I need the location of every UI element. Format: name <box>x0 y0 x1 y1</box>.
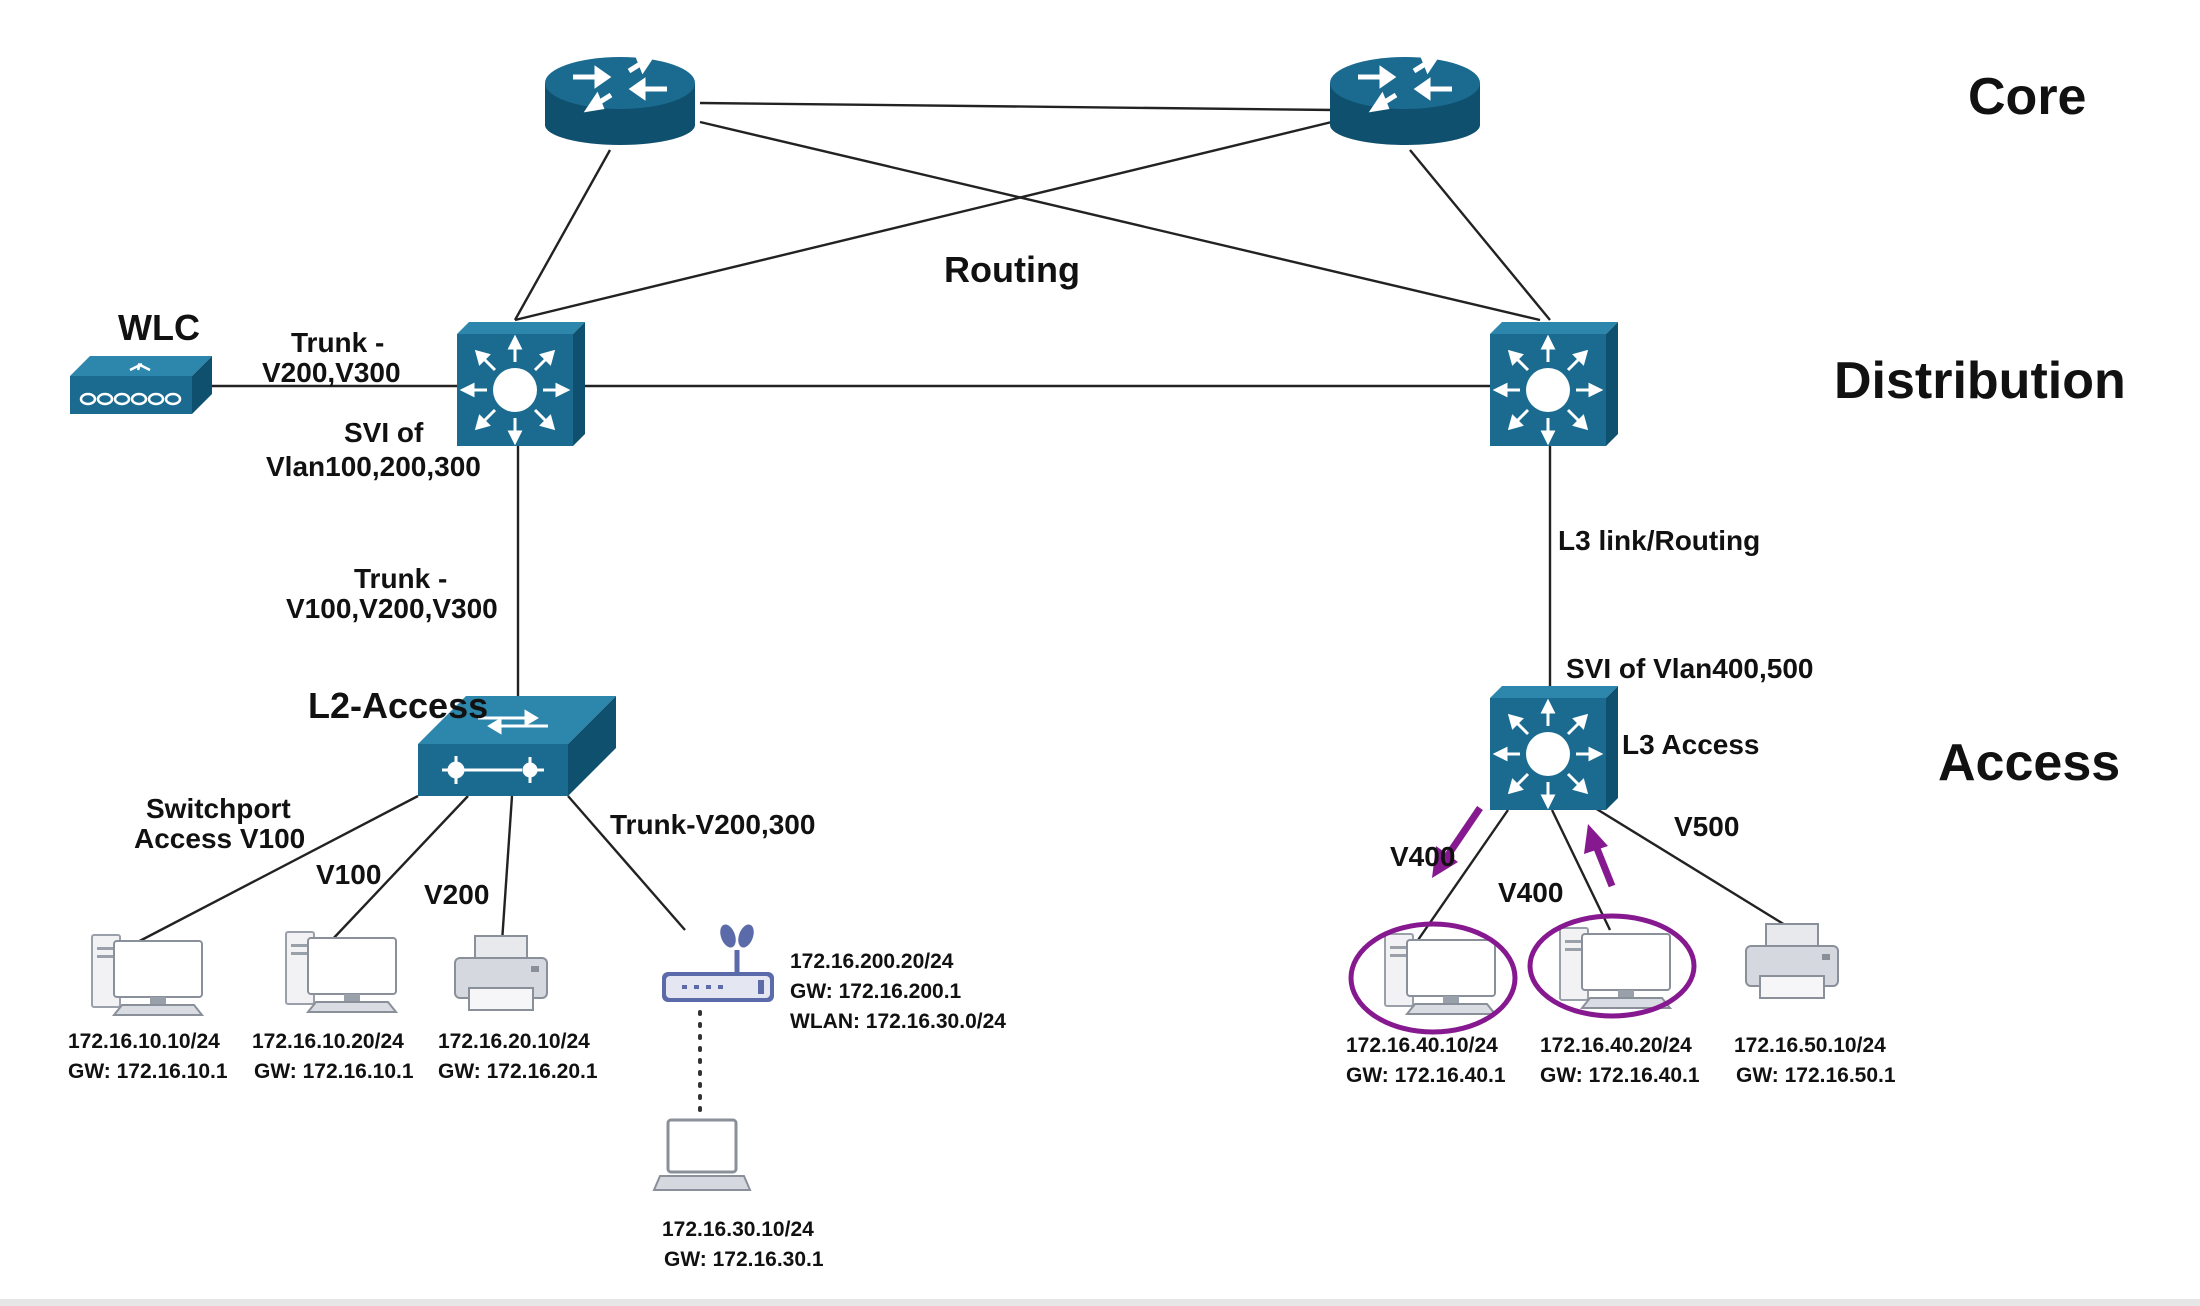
v500-label: V500 <box>1674 811 1739 842</box>
tier-distribution-label: Distribution <box>1834 352 2126 410</box>
desktop-pc-icon <box>1384 933 1496 1015</box>
desktop-pc-icon <box>91 934 203 1016</box>
arrow-up-icon <box>1592 844 1616 888</box>
multilayer-switch-icon <box>1488 320 1620 448</box>
switchport-label: Switchport <box>146 793 291 824</box>
desktop-pc-icon <box>1559 927 1671 1009</box>
trunk-access-vlans-label: V100,V200,V300 <box>286 593 498 624</box>
host-gw: GW: 172.16.30.1 <box>664 1248 824 1271</box>
host-ip: 172.16.50.10/24 <box>1734 1034 1886 1057</box>
host-ip: 172.16.10.10/24 <box>68 1030 220 1053</box>
host-gw: GW: 172.16.40.1 <box>1540 1064 1700 1087</box>
wlc-trunk-label: Trunk - <box>291 327 384 358</box>
routing-label: Routing <box>944 249 1080 290</box>
v400-label: V400 <box>1498 877 1563 908</box>
printer-icon <box>1745 923 1839 999</box>
ap-wlan: WLAN: 172.16.30.0/24 <box>790 1010 1006 1033</box>
highlight-annotations <box>1348 806 1697 1035</box>
host-ip: 172.16.20.10/24 <box>438 1030 590 1053</box>
multilayer-switch-icon <box>455 320 587 448</box>
link-core2-dist-right <box>1409 149 1551 321</box>
host-ip: 172.16.10.20/24 <box>252 1030 404 1053</box>
l2-access-label: L2-Access <box>308 685 488 726</box>
link-core1-dist-left <box>513 149 612 321</box>
svi-right-label: SVI of Vlan400,500 <box>1566 653 1813 684</box>
host-gw: GW: 172.16.50.1 <box>1736 1064 1896 1087</box>
link-l3-host6 <box>1550 809 1612 931</box>
trunk-ap-label: Trunk-V200,300 <box>610 809 815 840</box>
svi-left-label: SVI of <box>344 417 424 448</box>
desktop-pc-icon <box>285 931 397 1013</box>
v200-label: V200 <box>424 879 489 910</box>
highlight-circle <box>1348 921 1518 1035</box>
host-gw: GW: 172.16.10.1 <box>68 1060 228 1083</box>
switch-icon <box>418 696 616 796</box>
link-l2-printer <box>500 795 514 943</box>
tier-access-label: Access <box>1938 734 2120 792</box>
host-gw: GW: 172.16.10.1 <box>254 1060 414 1083</box>
host-gw: GW: 172.16.20.1 <box>438 1060 598 1083</box>
l3-link-label: L3 link/Routing <box>1558 525 1760 556</box>
wireless-controller-icon <box>70 356 212 414</box>
v100-label: V100 <box>316 859 381 890</box>
laptop-icon <box>652 1118 752 1192</box>
trunk-access-label: Trunk - <box>354 563 447 594</box>
link-core2-dist-left <box>514 118 1341 322</box>
wlc-trunk-vlans-label: V200,V300 <box>262 357 401 388</box>
switchport-access-label: Access V100 <box>134 823 305 854</box>
svi-left-vlans-label: Vlan100,200,300 <box>266 451 481 482</box>
highlight-circle <box>1527 913 1697 1019</box>
link-core1-core2 <box>699 101 1336 112</box>
link-l3-host5 <box>1417 809 1509 941</box>
ap-gw: GW: 172.16.200.1 <box>790 980 962 1003</box>
host-gw: GW: 172.16.40.1 <box>1346 1064 1506 1087</box>
wlc-label: WLC <box>118 307 200 348</box>
link-l3-printer <box>1581 798 1791 930</box>
bottom-border <box>0 1299 2200 1306</box>
link-l2-host1 <box>129 794 419 948</box>
arrow-up-icon-head <box>1584 824 1608 854</box>
router-icon <box>545 57 695 145</box>
router-icon <box>1330 57 1480 145</box>
link-core1-dist-right <box>699 120 1541 322</box>
arrow-down-icon-head <box>1432 846 1458 878</box>
links <box>129 101 1791 1122</box>
arrow-down-icon <box>1443 806 1483 860</box>
access-point-icon <box>662 924 774 1002</box>
link-l2-host2 <box>329 795 469 943</box>
multilayer-switch-icon <box>1488 684 1620 812</box>
host-ip: 172.16.40.20/24 <box>1540 1034 1692 1057</box>
host-ip: 172.16.30.10/24 <box>662 1218 814 1241</box>
v400-label: V400 <box>1390 841 1455 872</box>
ap-ip: 172.16.200.20/24 <box>790 950 954 973</box>
tier-core-label: Core <box>1968 68 2086 126</box>
l3-access-label: L3 Access <box>1622 729 1760 760</box>
host-ip: 172.16.40.10/24 <box>1346 1034 1498 1057</box>
printer-icon <box>454 935 548 1011</box>
link-l2-ap <box>567 795 686 931</box>
